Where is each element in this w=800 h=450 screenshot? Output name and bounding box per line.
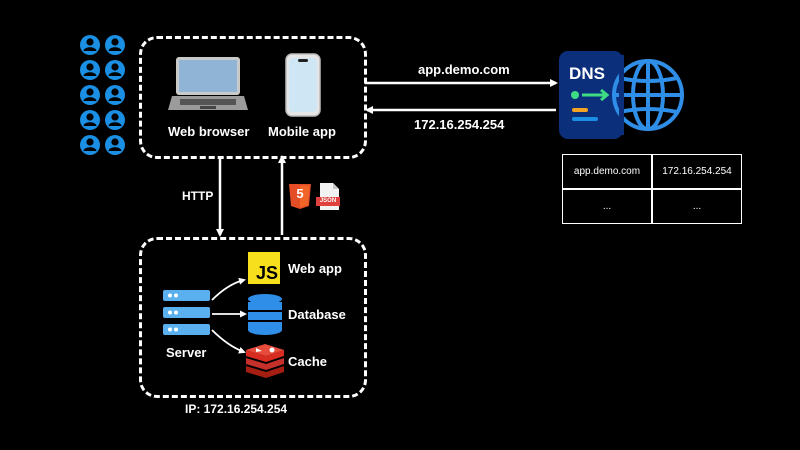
server-box bbox=[139, 237, 367, 398]
client-box bbox=[139, 36, 367, 159]
web-app-label: Web app bbox=[288, 261, 342, 276]
mobile-app-label: Mobile app bbox=[268, 124, 336, 139]
server-ip-label: IP: 172.16.254.254 bbox=[185, 402, 288, 416]
javascript-icon-text: JS bbox=[255, 263, 278, 283]
dns-response-label: 172.16.254.254 bbox=[414, 117, 505, 132]
dns-badge: DNS bbox=[569, 64, 605, 83]
cache-label: Cache bbox=[288, 354, 328, 369]
table-cell: app.demo.com bbox=[573, 166, 641, 177]
html5-icon-text: 5 bbox=[296, 186, 304, 201]
dns-record-table: app.demo.com 172.16.254.254 ... ... bbox=[562, 154, 742, 224]
table-cell: ... bbox=[692, 201, 702, 212]
database-label: Database bbox=[288, 307, 346, 322]
table-cell: ... bbox=[602, 201, 612, 212]
http-label: HTTP bbox=[182, 189, 214, 203]
table-cell: 172.16.254.254 bbox=[662, 166, 732, 177]
json-file-icon-text: JSON bbox=[319, 198, 337, 204]
javascript-icon: JS bbox=[248, 252, 280, 284]
dns-request-label: app.demo.com bbox=[418, 62, 510, 77]
server-label: Server bbox=[166, 345, 207, 360]
globe-icon bbox=[612, 59, 684, 131]
server-webapp-arrow bbox=[211, 277, 246, 301]
web-browser-label: Web browser bbox=[168, 124, 250, 139]
server-cache-arrow bbox=[211, 329, 246, 354]
